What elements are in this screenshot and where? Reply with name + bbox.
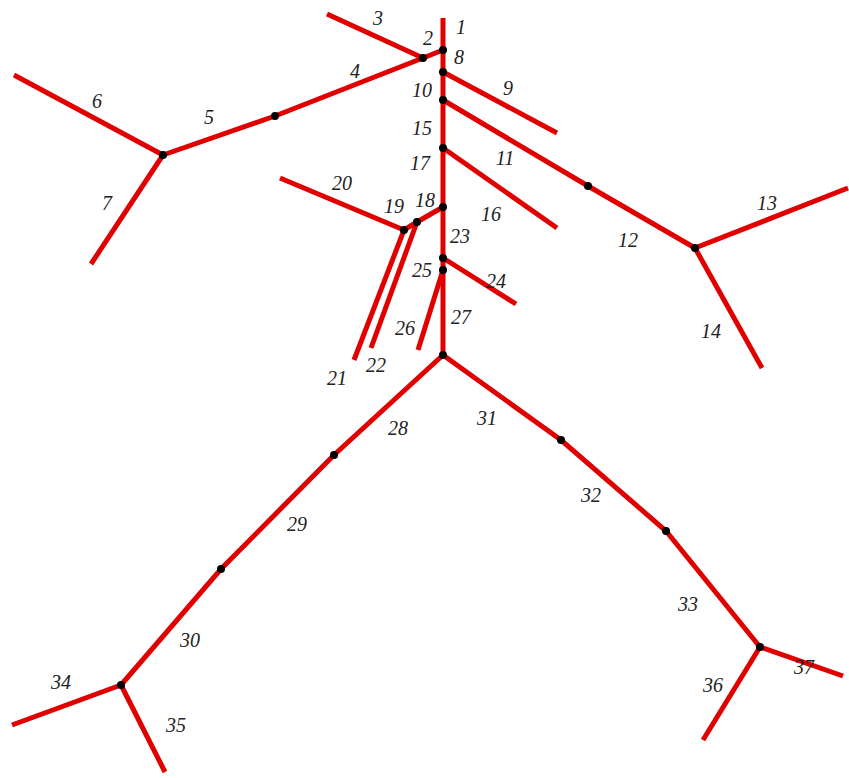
callout-number: 7 bbox=[102, 193, 112, 213]
callout-number: 8 bbox=[454, 47, 464, 67]
callout-number: 25 bbox=[412, 260, 432, 280]
callout-number: 32 bbox=[581, 485, 601, 505]
callout-number: 6 bbox=[92, 91, 102, 111]
callout-number: 35 bbox=[166, 715, 186, 735]
callout-number: 19 bbox=[384, 196, 404, 216]
callout-number: 21 bbox=[327, 368, 347, 388]
callout-number: 11 bbox=[496, 148, 515, 168]
callout-number: 5 bbox=[204, 107, 214, 127]
callout-number: 31 bbox=[477, 408, 497, 428]
callout-number: 28 bbox=[388, 418, 408, 438]
callout-number: 18 bbox=[415, 190, 435, 210]
callout-number: 36 bbox=[703, 675, 723, 695]
callout-number: 4 bbox=[350, 61, 360, 81]
callout-number: 3 bbox=[373, 8, 383, 28]
callout-number: 26 bbox=[395, 318, 415, 338]
callout-number: 34 bbox=[51, 672, 71, 692]
callout-number: 10 bbox=[412, 80, 432, 100]
callout-number: 12 bbox=[618, 230, 638, 250]
callout-number: 2 bbox=[423, 28, 433, 48]
callout-number: 29 bbox=[287, 514, 307, 534]
callout-number: 14 bbox=[701, 321, 721, 341]
callout-number: 27 bbox=[451, 307, 471, 327]
callout-number: 22 bbox=[366, 355, 386, 375]
callout-number: 23 bbox=[450, 226, 470, 246]
callout-number: 37 bbox=[794, 657, 814, 677]
callout-number: 20 bbox=[332, 173, 352, 193]
callout-number: 13 bbox=[757, 193, 777, 213]
callout-number: 17 bbox=[410, 153, 430, 173]
callout-number: 16 bbox=[481, 204, 501, 224]
callout-number: 30 bbox=[180, 630, 200, 650]
callout-number: 9 bbox=[503, 78, 513, 98]
callout-number: 24 bbox=[486, 271, 506, 291]
callout-number: 1 bbox=[456, 17, 466, 37]
callout-number: 33 bbox=[678, 594, 698, 614]
callout-number: 15 bbox=[412, 118, 432, 138]
